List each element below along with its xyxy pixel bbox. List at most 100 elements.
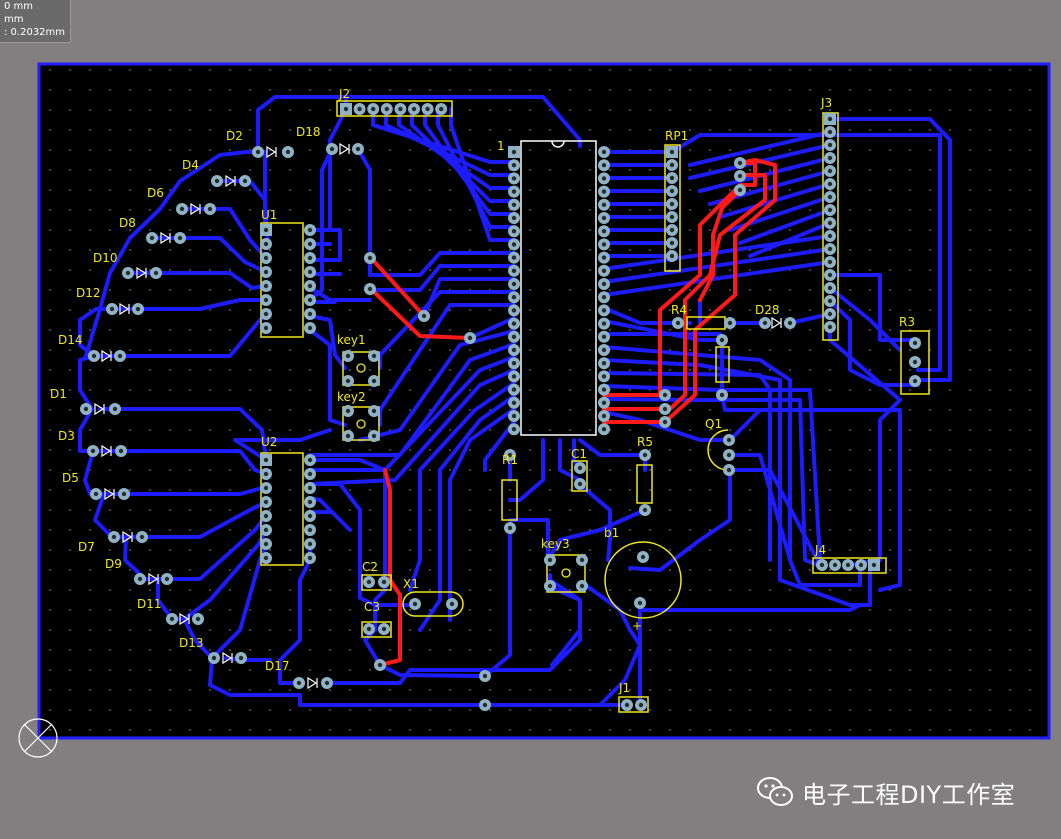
- pad-hole: [601, 189, 607, 194]
- pads[interactable]: [80, 103, 921, 711]
- pad-hole: [601, 387, 607, 392]
- pad-hole: [149, 235, 155, 241]
- pad-hole: [307, 325, 313, 331]
- pad-hole: [381, 626, 387, 632]
- component-labels: J2 J3 RP1 1 U1 U2 R3 R4 D28 Q1 R5 R1 C1 …: [50, 87, 915, 695]
- diode-icon: [136, 266, 147, 280]
- diode-icon: [101, 349, 112, 363]
- pad-hole: [169, 616, 175, 622]
- pad-hole: [669, 253, 675, 259]
- pad-hole: [601, 334, 607, 339]
- pad-hole: [601, 176, 607, 181]
- diode-icon: [222, 651, 233, 665]
- top-layer-traces: [369, 158, 777, 667]
- pad-hole: [214, 178, 220, 184]
- diode-icon: [122, 530, 133, 544]
- label-d4: D4: [182, 158, 199, 172]
- pad-hole: [207, 206, 213, 212]
- pad-hole: [307, 485, 313, 491]
- diode-symbols: [94, 142, 782, 690]
- pad-hole: [307, 283, 313, 289]
- pad-hole: [662, 419, 668, 425]
- pad-hole: [912, 378, 918, 384]
- pad-hole: [827, 324, 833, 330]
- pad-hole: [125, 270, 131, 276]
- pad-hole: [511, 255, 517, 260]
- pad-hole: [601, 163, 607, 168]
- label-j2: J2: [338, 87, 350, 101]
- mcu-footprint[interactable]: [520, 140, 597, 436]
- label-pin1: 1: [497, 139, 505, 153]
- pad-hole: [511, 149, 517, 155]
- pad-hole: [242, 178, 248, 184]
- pad-hole: [307, 527, 313, 533]
- label-plus: +: [632, 619, 642, 633]
- pad-hole: [371, 106, 376, 112]
- pad-hole: [827, 129, 833, 135]
- label-key1: key1: [337, 333, 366, 347]
- pad-hole: [547, 583, 553, 589]
- pad-hole: [726, 452, 732, 458]
- label-r3: R3: [899, 315, 915, 329]
- pad-hole: [263, 527, 269, 533]
- pad-hole: [601, 413, 607, 419]
- label-c1: C1: [571, 447, 587, 461]
- label-c3: C3: [364, 600, 380, 614]
- pad-hole: [669, 175, 675, 181]
- pad-hole: [579, 557, 585, 563]
- pad-hole: [263, 457, 269, 463]
- pad-hole: [511, 215, 517, 221]
- pad-hole: [637, 600, 643, 606]
- pad-hole: [263, 269, 269, 275]
- pad-hole: [601, 215, 607, 221]
- pad-hole: [263, 325, 269, 331]
- coord-x: 0 mm: [4, 1, 34, 12]
- diode-icon: [94, 402, 105, 416]
- pad-hole: [371, 353, 377, 359]
- pad-hole: [307, 311, 313, 317]
- pad-hole: [858, 562, 864, 568]
- label-r1: R1: [502, 453, 518, 467]
- pad-hole: [307, 541, 313, 547]
- pad-hole: [83, 406, 89, 412]
- pad-hole: [211, 655, 217, 661]
- label-d9: D9: [105, 557, 122, 571]
- label-j4: J4: [814, 543, 826, 557]
- diode-icon: [339, 142, 350, 156]
- pad-hole: [139, 534, 145, 540]
- diode-icon: [160, 231, 171, 245]
- pad-hole: [195, 616, 201, 622]
- pad-hole: [118, 448, 124, 454]
- pad-hole: [307, 227, 313, 233]
- pad-hole: [675, 320, 681, 326]
- pad-hole: [912, 340, 918, 346]
- board-outline: [37, 62, 1051, 740]
- pad-hole: [111, 534, 117, 540]
- pad-hole: [179, 206, 185, 212]
- pad-hole: [121, 491, 127, 497]
- diode-icon: [119, 302, 130, 316]
- pad-hole: [511, 347, 517, 353]
- pad-hole: [601, 281, 607, 287]
- pad-hole: [307, 555, 313, 561]
- watermark: 电子工程DIY工作室: [756, 774, 1015, 810]
- pad-hole: [726, 467, 732, 473]
- pad-hole: [601, 149, 607, 155]
- pad-hole: [719, 337, 725, 343]
- pad-hole: [511, 202, 517, 207]
- pad-hole: [601, 361, 607, 366]
- label-d18: D18: [296, 125, 321, 139]
- diode-icon: [266, 145, 277, 159]
- pad-hole: [411, 106, 417, 112]
- pad-hole: [507, 525, 513, 531]
- pad-hole: [511, 189, 517, 194]
- diode-icon: [101, 444, 112, 458]
- pad-hole: [421, 313, 427, 319]
- diode-icon: [104, 487, 115, 501]
- pad-hole: [827, 285, 833, 291]
- pad-hole: [547, 557, 553, 563]
- pad-hole: [263, 311, 269, 317]
- label-d10: D10: [93, 251, 118, 265]
- pad-hole: [511, 268, 517, 273]
